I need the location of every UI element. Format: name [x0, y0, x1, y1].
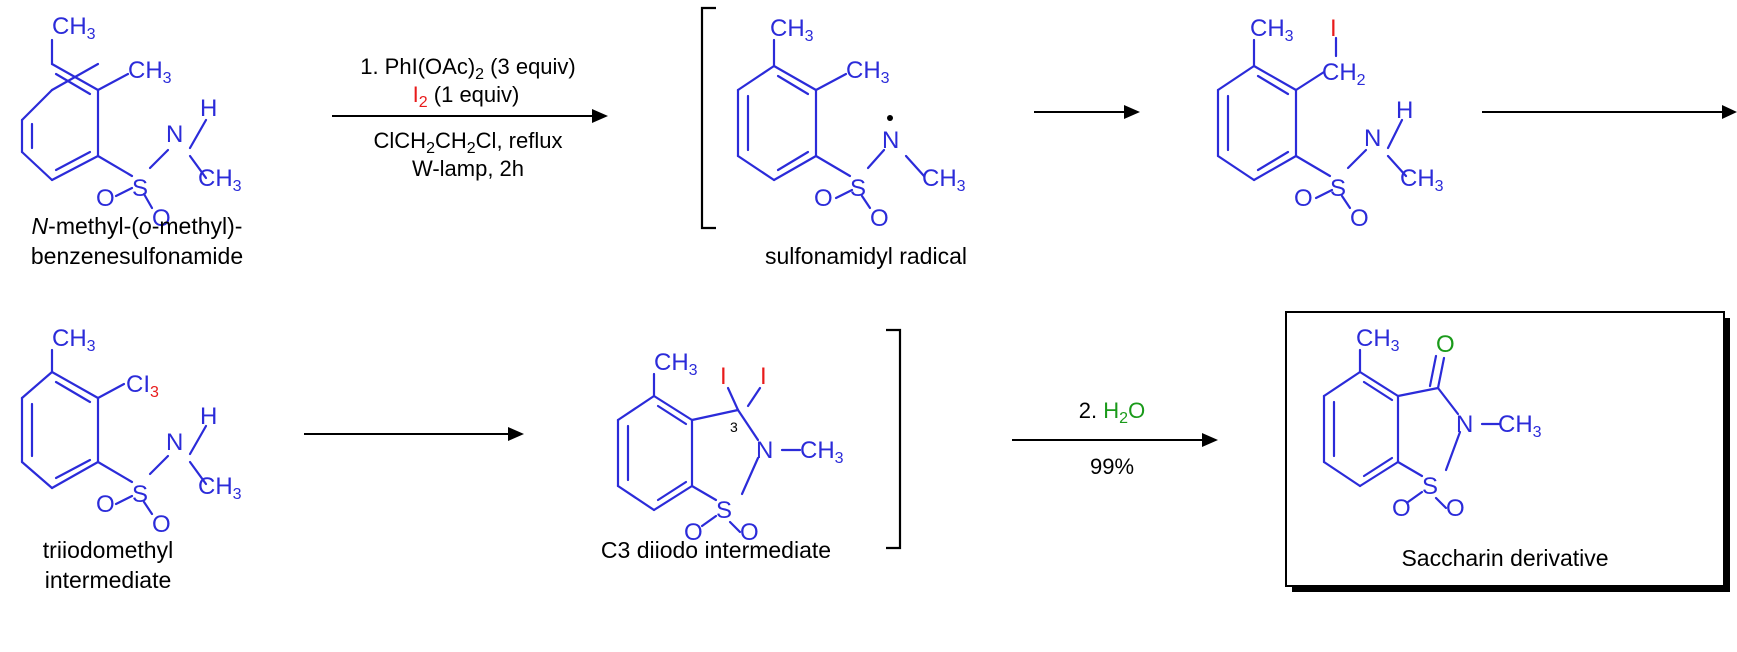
nitrogen-atom: N	[1364, 125, 1381, 152]
carbonyl-oxygen: O	[1436, 331, 1455, 358]
oxygen-atom: O	[152, 511, 171, 538]
bracket-close	[886, 328, 902, 550]
methyl-label: CH3	[654, 349, 698, 379]
methylene-label: CH2	[1322, 59, 1366, 89]
molecule-monoiodo: CH3 I CH2 S N H CH3 O O	[1216, 15, 1444, 232]
iodine-atom: I	[760, 363, 767, 390]
methyl-label: CH3	[922, 165, 966, 195]
methyl-label: CH3	[1498, 411, 1542, 441]
hydrogen-atom: H	[1396, 97, 1413, 124]
methyl-label: CH3	[846, 57, 890, 87]
start-caption-line2: benzenesulfonamide	[31, 243, 243, 269]
c3-position-label: 3	[730, 419, 738, 435]
oxygen-atom: O	[870, 205, 889, 232]
step1-reagent-2: I2 (1 equiv)	[413, 82, 520, 111]
nitrogen-atom: N	[166, 121, 183, 148]
methyl-label: CH3	[770, 15, 814, 45]
start-caption: N-methyl-(o-methyl)-	[32, 213, 243, 239]
methyl-label: CH3	[800, 437, 844, 467]
hydrogen-atom: H	[200, 403, 217, 430]
nitrogen-atom: N	[1456, 411, 1473, 438]
triiodo-caption-line1: triiodomethyl	[43, 537, 173, 563]
iodine-atom: I	[1330, 15, 1337, 42]
product-box: CH3 O N CH3 S O O Saccharin derivative	[1285, 311, 1730, 592]
oxygen-atom: O	[152, 205, 171, 232]
sulfur-atom: S	[1422, 473, 1438, 500]
methyl-label: CH3	[198, 473, 242, 503]
arrow-3	[1482, 105, 1737, 119]
arrow-2	[1034, 105, 1140, 119]
step1-light: W-lamp, 2h	[412, 156, 524, 181]
methyl-label: CH3	[1250, 15, 1294, 45]
oxygen-atom: O	[96, 491, 115, 518]
oxygen-atom: O	[1392, 495, 1411, 522]
triiodomethyl-label: CI3	[126, 371, 159, 401]
molecule-radical: CH3 CH3 S N CH3 O O sulfonamidyl radical	[736, 15, 967, 269]
radical-caption: sulfonamidyl radical	[765, 243, 967, 269]
step2-yield: 99%	[1090, 454, 1134, 479]
methyl-label: CH3	[1400, 165, 1444, 195]
sulfur-atom: S	[1330, 175, 1346, 202]
nitrogen-atom: N	[166, 429, 183, 456]
oxygen-atom: O	[1294, 185, 1313, 212]
methyl-label: CH3	[1356, 325, 1400, 355]
step1-reagent-1: 1. PhI(OAc)2 (3 equiv)	[360, 54, 576, 83]
oxygen-atom: O	[1350, 205, 1369, 232]
molecule-triiodo: CH3 CI3 S N H CH3 O O triiodomethyl inte…	[20, 325, 242, 593]
step2-reagent: 2. H2O	[1079, 398, 1145, 427]
arrow-4	[304, 427, 524, 441]
methyl-label: CH3	[52, 325, 96, 355]
methyl-label: CH3	[128, 57, 172, 87]
product-caption: Saccharin derivative	[1401, 545, 1608, 571]
bracket-open	[700, 6, 716, 230]
triiodo-caption-line2: intermediate	[45, 567, 172, 593]
step1-arrow: 1. PhI(OAc)2 (3 equiv) I2 (1 equiv) ClCH…	[332, 54, 608, 181]
oxygen-atom: O	[684, 519, 703, 546]
oxygen-atom: O	[740, 519, 759, 546]
step1-solvent: ClCH2CH2Cl, reflux	[374, 128, 563, 157]
step2-arrow: 2. H2O 99%	[1012, 398, 1218, 479]
hydrogen-atom: H	[200, 95, 217, 122]
molecule-diiodo: CH3 I I 3 N CH3 S O O C3 diiodo intermed…	[601, 349, 844, 563]
diiodo-caption: C3 diiodo intermediate	[601, 537, 831, 563]
oxygen-atom: O	[814, 185, 833, 212]
oxygen-atom: O	[96, 185, 115, 212]
nitrogen-atom: N	[882, 127, 899, 154]
oxygen-atom: O	[1446, 495, 1465, 522]
nitrogen-atom: N	[756, 437, 773, 464]
iodine-atom: I	[720, 363, 727, 390]
methyl-label: CH3	[52, 13, 96, 43]
sulfur-atom: S	[132, 481, 148, 508]
sulfur-atom: S	[850, 175, 866, 202]
sulfur-atom: S	[132, 175, 148, 202]
molecule-start: CH3 CH3 S N H CH3 O O N-methyl-(o-methyl…	[20, 13, 243, 269]
sulfur-atom: S	[716, 497, 732, 524]
methyl-label: CH3	[198, 165, 242, 195]
